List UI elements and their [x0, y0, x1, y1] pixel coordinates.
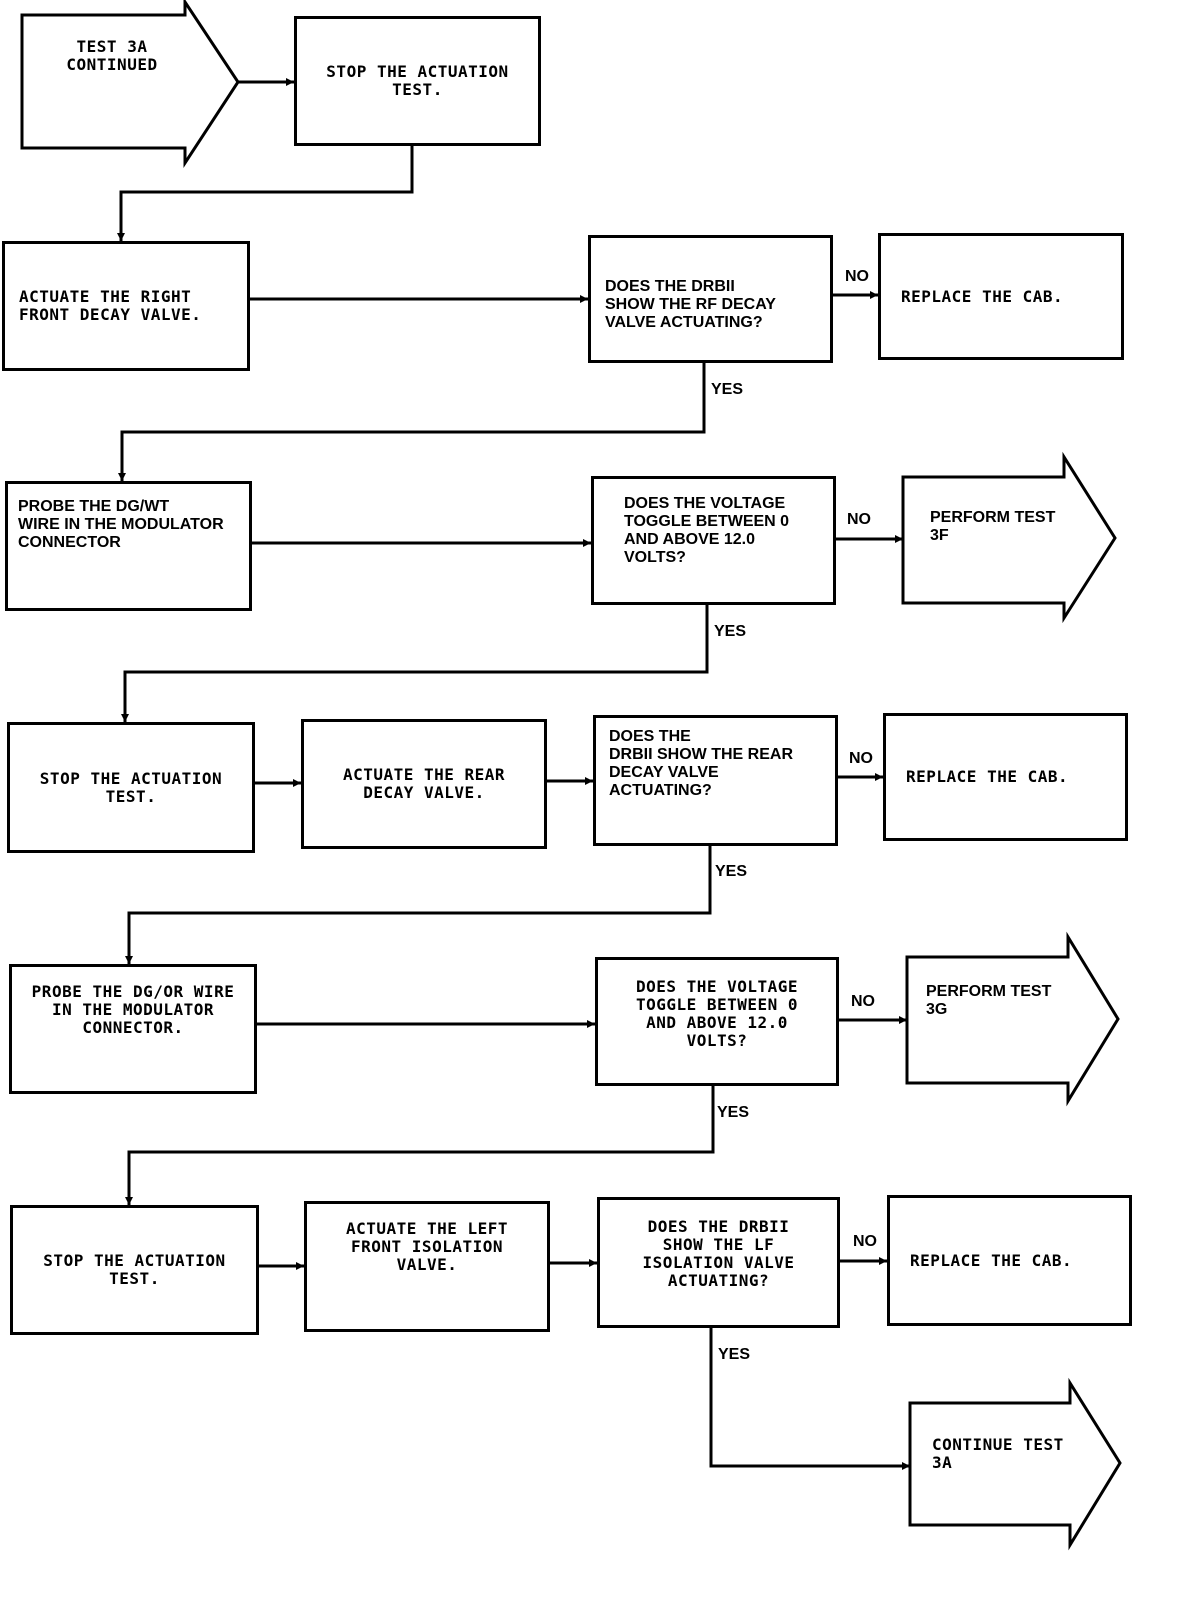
yes-label-2: YES: [714, 623, 747, 640]
replace-cab-box-2: REPLACE THE CAB.: [883, 713, 1128, 841]
replace-cab-text-3: REPLACE THE CAB.: [910, 1250, 1073, 1270]
start-arrow-shape: [20, 0, 240, 169]
stop-actuation-box-1: STOP THE ACTUATION TEST.: [294, 16, 541, 146]
stop-actuation-box-2: STOP THE ACTUATION TEST.: [7, 722, 255, 853]
no-label-1: NO: [845, 268, 869, 285]
probe-dgor-text: PROBE THE DG/OR WIRE IN THE MODULATOR CO…: [31, 982, 235, 1037]
yes-label-5: YES: [718, 1346, 751, 1363]
question-rear-decay-text: DOES THE DRBII SHOW THE REAR DECAY VALVE…: [609, 728, 793, 799]
question-rf-decay-box: DOES THE DRBII SHOW THE RF DECAY VALVE A…: [588, 235, 833, 363]
replace-cab-text-1: REPLACE THE CAB.: [901, 286, 1064, 306]
question-lf-isolation-box: DOES THE DRBII SHOW THE LF ISOLATION VAL…: [597, 1197, 840, 1328]
perform-test-3f-label: PERFORM TEST 3F: [930, 509, 1056, 544]
question-voltage-box-2: DOES THE VOLTAGE TOGGLE BETWEEN 0 AND AB…: [595, 957, 839, 1086]
question-voltage-box-1: DOES THE VOLTAGE TOGGLE BETWEEN 0 AND AB…: [591, 476, 836, 605]
actuate-rear-decay-box: ACTUATE THE REAR DECAY VALVE.: [301, 719, 547, 849]
no-label-5: NO: [853, 1233, 877, 1250]
probe-dgor-box: PROBE THE DG/OR WIRE IN THE MODULATOR CO…: [9, 964, 257, 1094]
question-lf-isolation-text: DOES THE DRBII SHOW THE LF ISOLATION VAL…: [642, 1217, 795, 1290]
actuate-rf-decay-text: ACTUATE THE RIGHT FRONT DECAY VALVE.: [19, 287, 202, 324]
replace-cab-text-2: REPLACE THE CAB.: [906, 767, 1069, 786]
perform-3f-arrow-shape: [901, 451, 1117, 624]
yes-label-4: YES: [717, 1104, 750, 1121]
stop-actuation-text-2: STOP THE ACTUATION TEST.: [39, 768, 223, 806]
continue-3a-arrow-shape: [908, 1377, 1122, 1551]
stop-actuation-text-3: STOP THE ACTUATION TEST.: [43, 1251, 226, 1288]
start-label: TEST 3A CONTINUED: [66, 37, 158, 74]
actuate-rf-decay-box: ACTUATE THE RIGHT FRONT DECAY VALVE.: [2, 241, 250, 371]
question-voltage-text-1: DOES THE VOLTAGE TOGGLE BETWEEN 0 AND AB…: [624, 495, 790, 566]
probe-dgwt-box: PROBE THE DG/WT WIRE IN THE MODULATOR CO…: [5, 481, 252, 611]
actuate-lf-isolation-text: ACTUATE THE LEFT FRONT ISOLATION VALVE.: [345, 1219, 509, 1274]
actuate-rear-decay-text: ACTUATE THE REAR DECAY VALVE.: [342, 765, 506, 802]
question-rf-decay-text: DOES THE DRBII SHOW THE RF DECAY VALVE A…: [605, 278, 776, 331]
replace-cab-box-1: REPLACE THE CAB.: [878, 233, 1124, 360]
yes-label-1: YES: [711, 381, 744, 398]
continue-test-3a-label: CONTINUE TEST 3A: [932, 1435, 1064, 1472]
perform-test-3g-label: PERFORM TEST 3G: [926, 983, 1052, 1018]
question-rear-decay-box: DOES THE DRBII SHOW THE REAR DECAY VALVE…: [593, 715, 838, 846]
no-label-3: NO: [849, 750, 873, 767]
replace-cab-box-3: REPLACE THE CAB.: [887, 1195, 1132, 1326]
actuate-lf-isolation-box: ACTUATE THE LEFT FRONT ISOLATION VALVE.: [304, 1201, 550, 1332]
perform-3g-arrow-shape: [905, 931, 1120, 1107]
no-label-2: NO: [847, 511, 871, 528]
probe-dgwt-text: PROBE THE DG/WT WIRE IN THE MODULATOR CO…: [18, 498, 224, 551]
stop-actuation-text-1: STOP THE ACTUATION TEST.: [326, 62, 509, 99]
question-voltage-text-2: DOES THE VOLTAGE TOGGLE BETWEEN 0 AND AB…: [635, 977, 799, 1050]
stop-actuation-box-3: STOP THE ACTUATION TEST.: [10, 1205, 259, 1335]
no-label-4: NO: [851, 993, 875, 1010]
yes-label-3: YES: [715, 863, 748, 880]
